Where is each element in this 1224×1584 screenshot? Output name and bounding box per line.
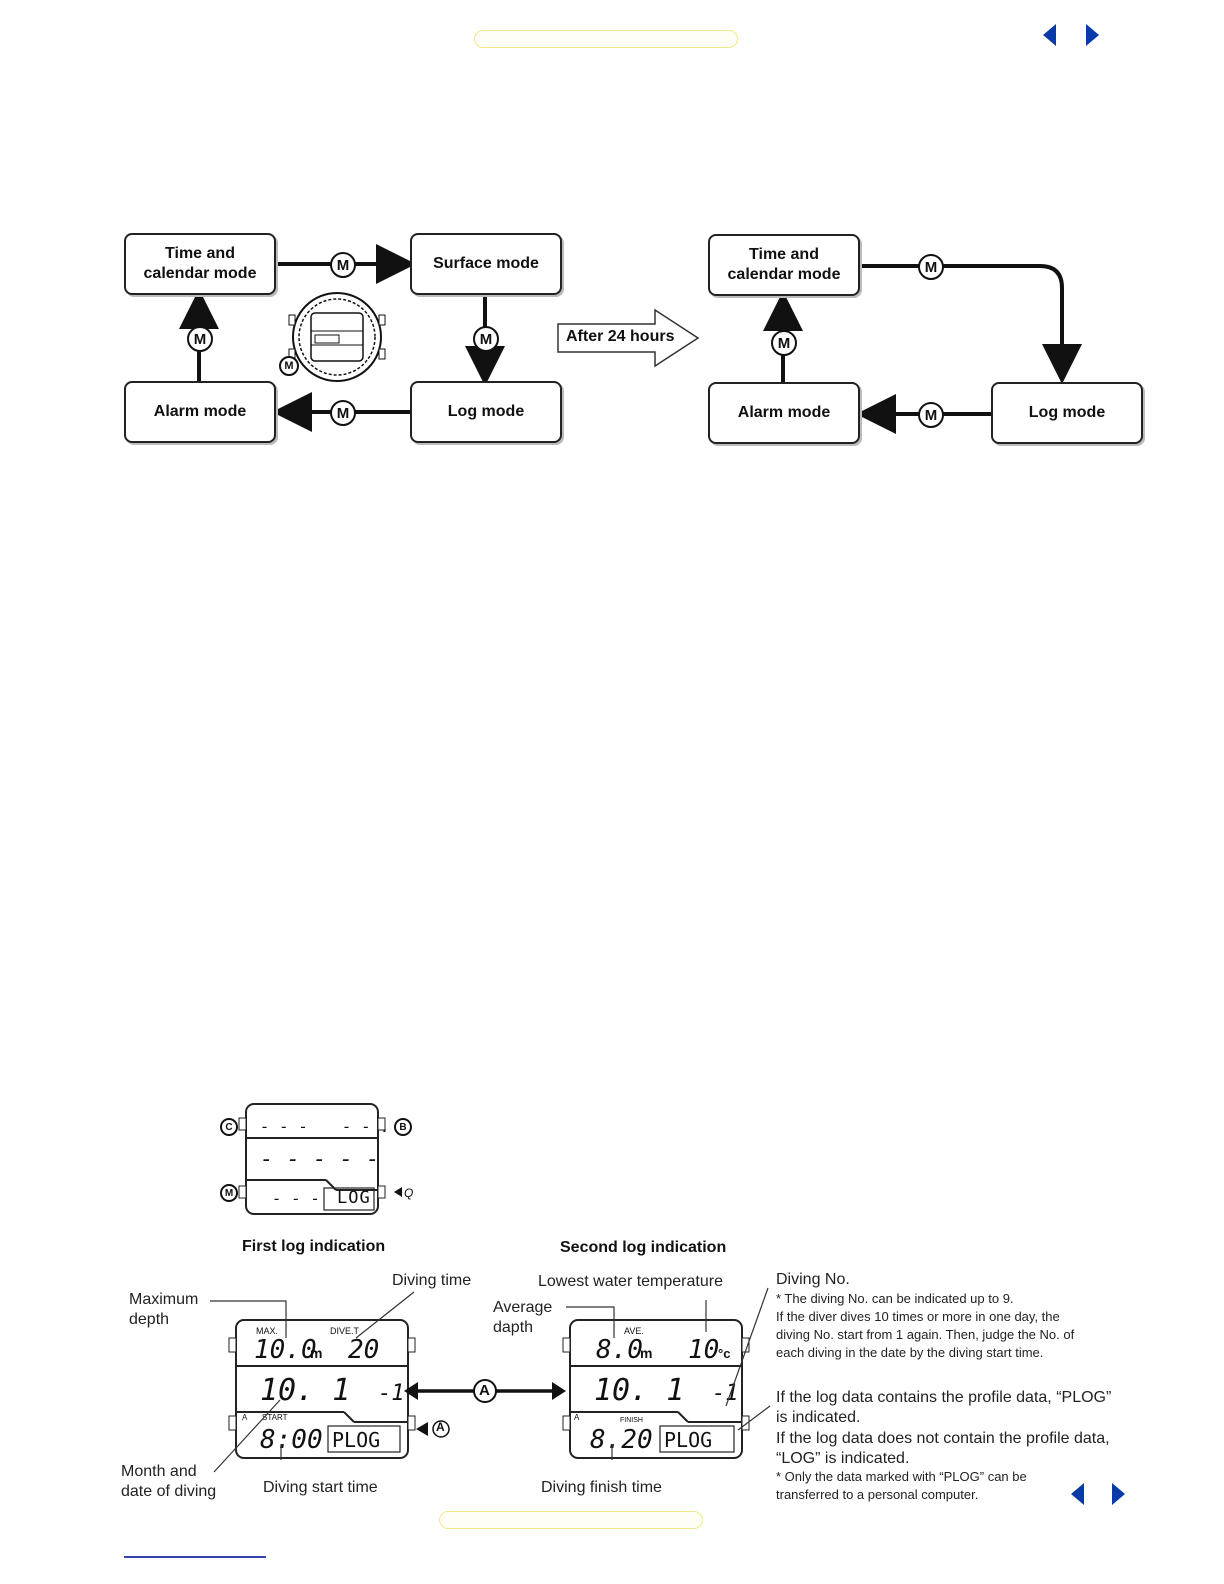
time-calendar-mode-box: Time and calendar mode bbox=[124, 233, 276, 295]
a-button-icon: A bbox=[479, 1382, 490, 1399]
svg-text:10. 1: 10. 1 bbox=[594, 1373, 684, 1408]
svg-text:- - -: - - - bbox=[272, 1189, 320, 1208]
footer-link-underline[interactable] bbox=[124, 1556, 266, 1558]
svg-text:°c: °c bbox=[718, 1346, 730, 1361]
second-log-heading: Second log indication bbox=[560, 1239, 727, 1256]
first-a-button-icon: A bbox=[436, 1420, 445, 1434]
log-mode-box: Log mode bbox=[410, 381, 562, 443]
next-page-icon[interactable] bbox=[1080, 22, 1102, 48]
surface-mode-box: Surface mode bbox=[410, 233, 562, 295]
log-display-illustration: - - - - - . - - - - - - - - bbox=[238, 1103, 390, 1215]
alarm-mode-box: Alarm mode bbox=[124, 381, 276, 443]
c-button-icon: C bbox=[220, 1118, 238, 1136]
svg-text:-1: -1 bbox=[378, 1381, 405, 1406]
diving-finish-callout: Diving finish time bbox=[541, 1479, 662, 1496]
m-button-icon: M bbox=[771, 330, 797, 356]
next-page-icon-bottom[interactable] bbox=[1106, 1481, 1128, 1507]
month-date-callout: Month and date of diving bbox=[121, 1463, 217, 1500]
svg-text:AVE.: AVE. bbox=[624, 1326, 644, 1336]
top-search-bar[interactable] bbox=[474, 30, 738, 48]
first-log-display: MAX. 10.0 m DIVE.T 20 10. 1 -1 A START 8… bbox=[228, 1319, 416, 1459]
watch-illustration bbox=[288, 292, 386, 382]
first-a-pointer-icon bbox=[416, 1420, 450, 1438]
svg-text:m: m bbox=[310, 1345, 322, 1361]
svg-text:8.0: 8.0 bbox=[596, 1335, 643, 1365]
svg-text:Q: Q bbox=[404, 1186, 413, 1200]
svg-text:8.20: 8.20 bbox=[590, 1425, 653, 1455]
m-button-icon: M bbox=[220, 1184, 238, 1202]
svg-text:FINISH: FINISH bbox=[620, 1417, 643, 1424]
time-calendar-mode-box-right: Time and calendar mode bbox=[708, 234, 860, 296]
svg-text:m: m bbox=[640, 1345, 652, 1361]
second-log-display: AVE. 8.0 m 10 °c 10. 1 -1 A FINISH 8.20 … bbox=[562, 1319, 750, 1459]
svg-text:- - - - -: - - - - - bbox=[260, 1147, 379, 1172]
diving-no-note: * The diving No. can be indicated up to … bbox=[776, 1291, 1075, 1360]
plog-explanation-1: If the log data contains the profile dat… bbox=[776, 1389, 1112, 1426]
small-log-label: LOG bbox=[337, 1188, 371, 1208]
svg-text:DIVE.T: DIVE.T bbox=[330, 1326, 360, 1336]
flow-left-connectors bbox=[179, 244, 1082, 434]
svg-text:-1: -1 bbox=[712, 1381, 739, 1406]
lowest-temp-callout: Lowest water temperature bbox=[538, 1273, 723, 1290]
svg-text:PLOG: PLOG bbox=[332, 1428, 380, 1452]
svg-text:- - .: - - . bbox=[342, 1117, 390, 1136]
svg-text:START: START bbox=[262, 1413, 288, 1422]
b-button-icon: B bbox=[394, 1118, 412, 1136]
svg-text:- - -: - - - bbox=[260, 1117, 308, 1136]
svg-text:10: 10 bbox=[688, 1335, 719, 1365]
plog-transfer-note: * Only the data marked with “PLOG” can b… bbox=[776, 1469, 1027, 1502]
callout-leaders bbox=[210, 1287, 771, 1473]
m-button-icon: M bbox=[330, 252, 356, 278]
svg-text:10.0: 10.0 bbox=[254, 1335, 317, 1365]
svg-text:8:00: 8:00 bbox=[260, 1425, 323, 1455]
svg-text:A: A bbox=[574, 1413, 580, 1422]
m-button-icon: M bbox=[187, 326, 213, 352]
diving-start-callout: Diving start time bbox=[263, 1479, 378, 1496]
m-button-icon: M bbox=[918, 402, 944, 428]
bottom-search-bar[interactable] bbox=[439, 1511, 703, 1529]
m-button-icon: M bbox=[918, 254, 944, 280]
average-depth-callout: Average dapth bbox=[493, 1299, 553, 1336]
svg-text:A: A bbox=[242, 1413, 248, 1422]
svg-text:20: 20 bbox=[348, 1335, 379, 1365]
maximum-depth-callout: Maximum depth bbox=[129, 1291, 199, 1328]
prev-page-icon-bottom[interactable] bbox=[1068, 1481, 1090, 1507]
svg-text:MAX.: MAX. bbox=[256, 1326, 278, 1336]
svg-text:10. 1: 10. 1 bbox=[260, 1373, 350, 1408]
small-pointer-icon: Q bbox=[394, 1186, 413, 1200]
after-24-hours-label: After 24 hours bbox=[566, 328, 675, 345]
m-button-icon: M bbox=[473, 326, 499, 352]
plog-explanation-2: If the log data does not contain the pro… bbox=[776, 1430, 1110, 1467]
a-toggle-arrow bbox=[404, 1379, 566, 1403]
alarm-mode-box-right: Alarm mode bbox=[708, 382, 860, 444]
diving-time-callout: Diving time bbox=[392, 1272, 472, 1289]
svg-text:PLOG: PLOG bbox=[664, 1428, 712, 1452]
m-button-icon: M bbox=[330, 400, 356, 426]
log-mode-box-right: Log mode bbox=[991, 382, 1143, 444]
prev-page-icon[interactable] bbox=[1040, 22, 1062, 48]
first-log-heading: First log indication bbox=[242, 1238, 386, 1255]
watch-m-button-icon: M bbox=[279, 356, 299, 376]
diving-no-callout: Diving No. bbox=[776, 1271, 850, 1288]
